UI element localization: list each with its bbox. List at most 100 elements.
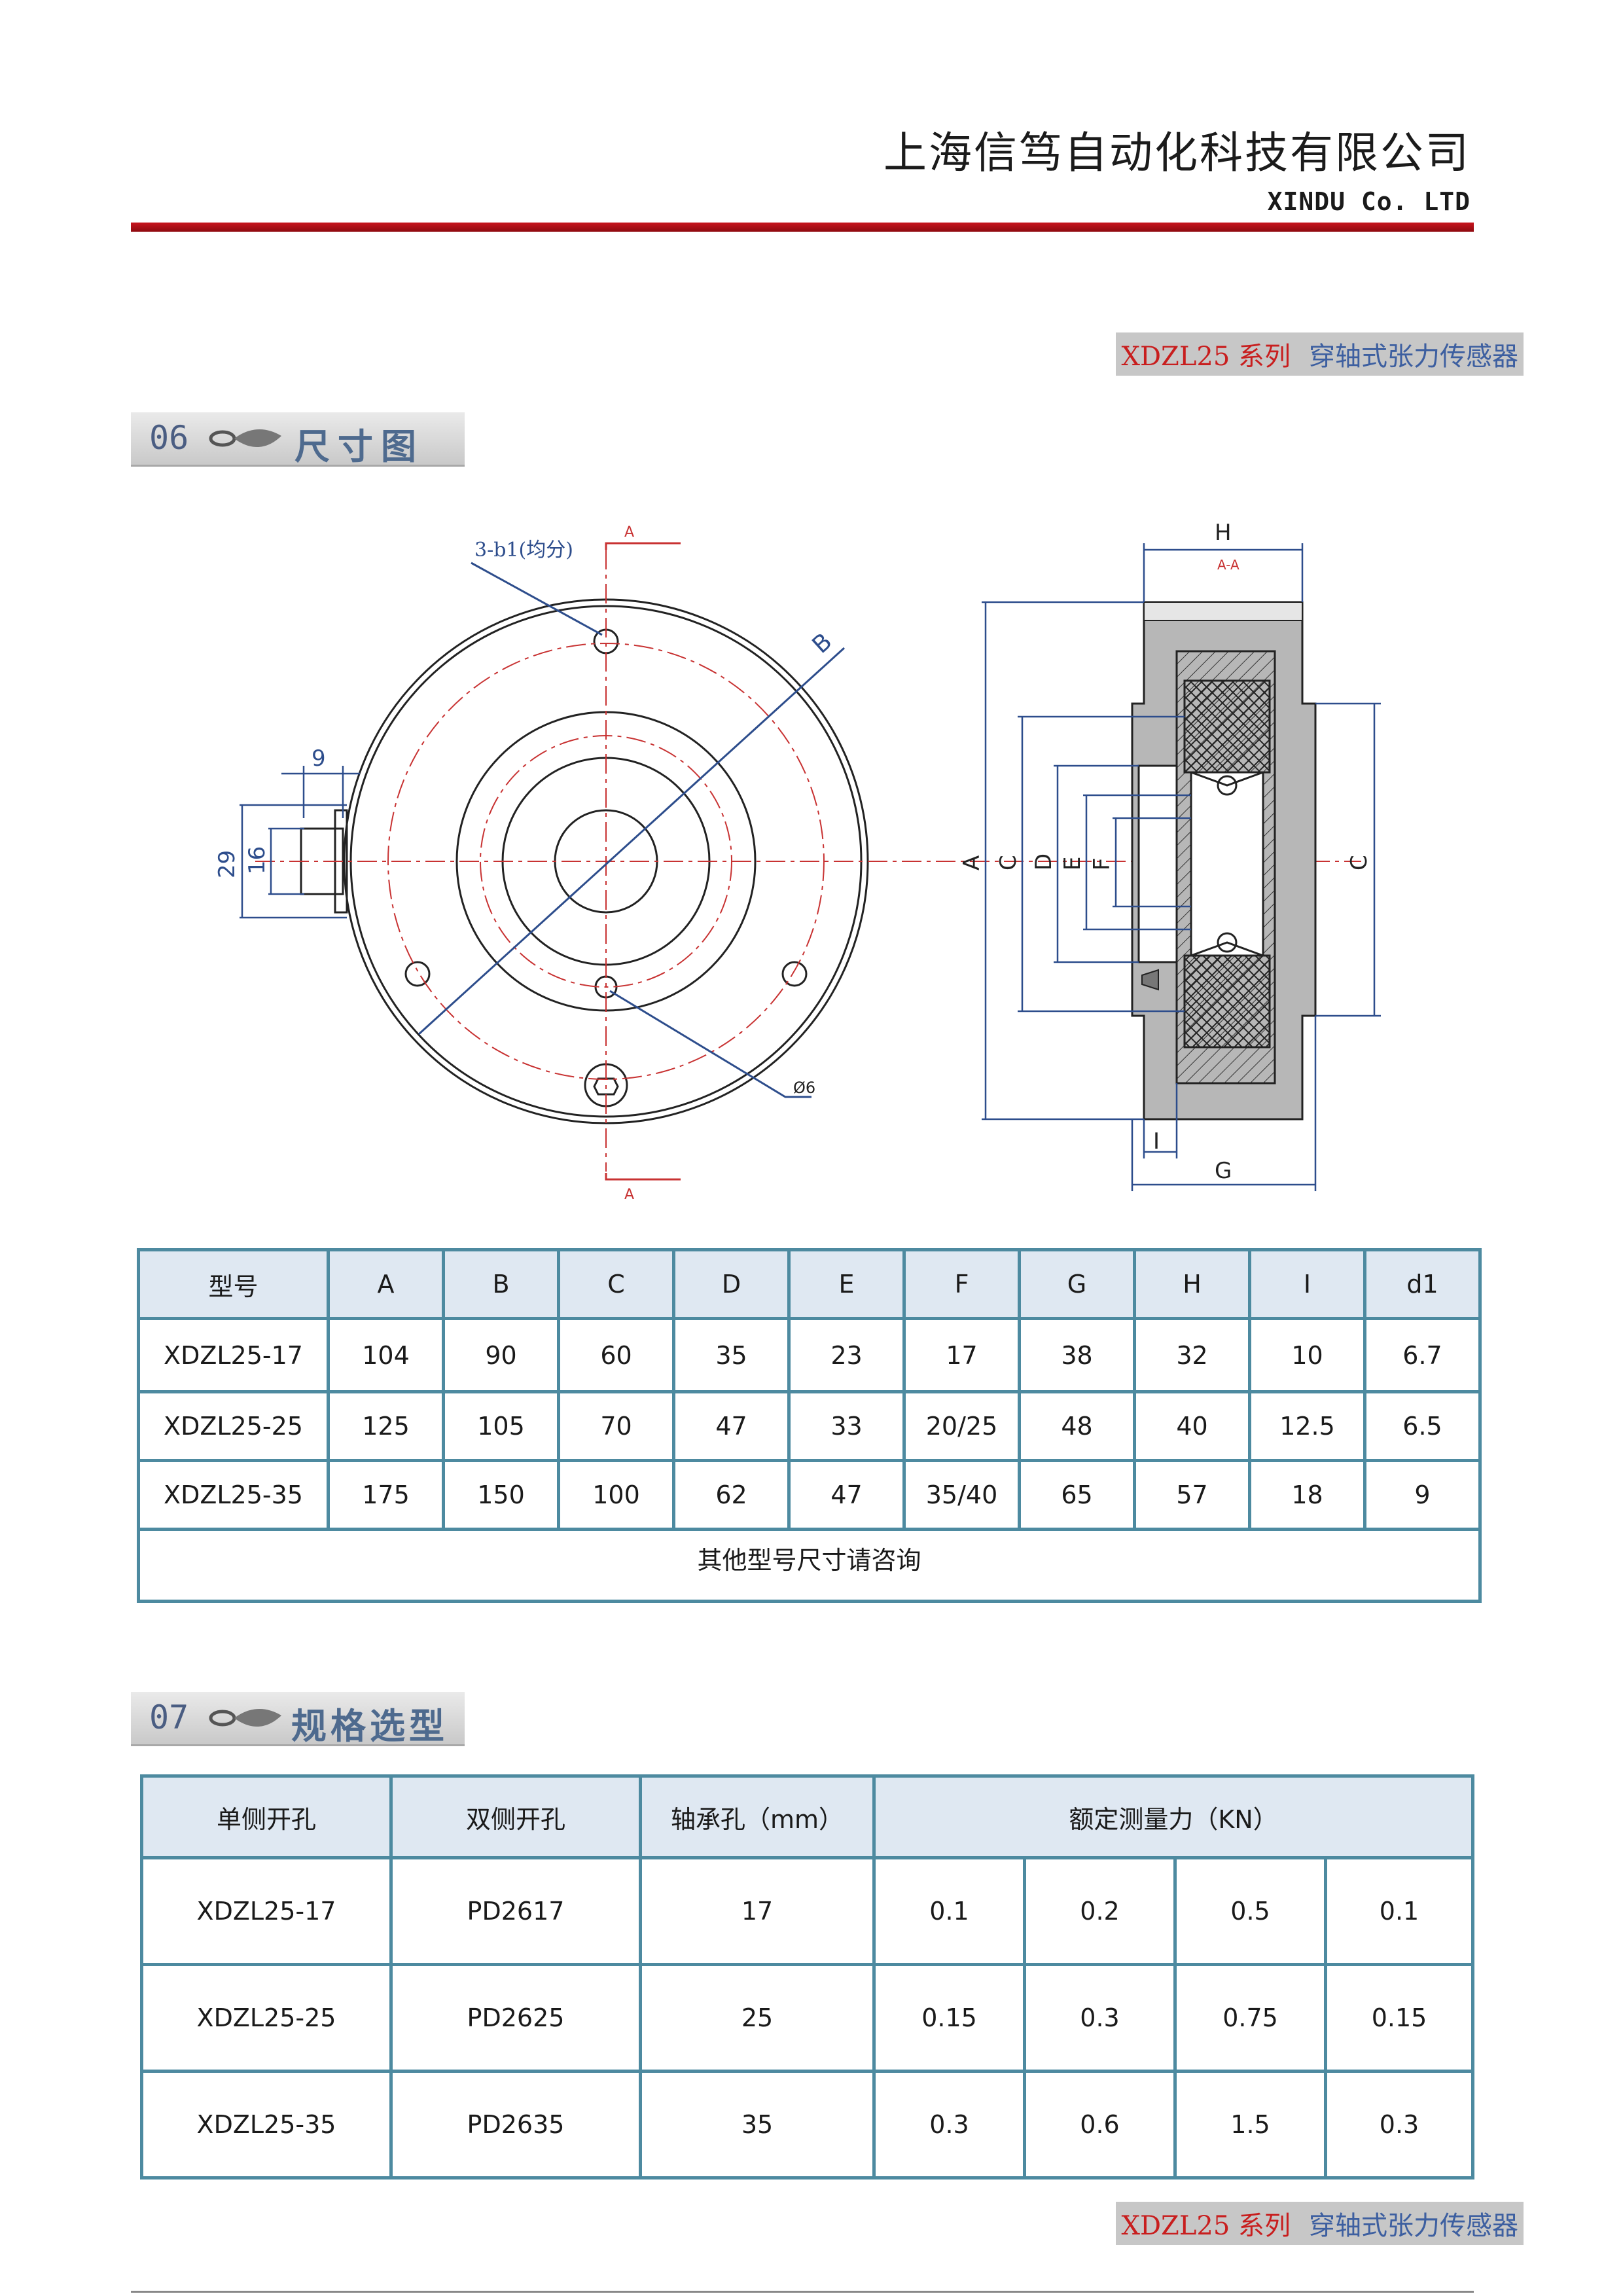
dimension-drawing: A A B 3-b1(均分) Ø6 9 16 29 A-A <box>214 520 1381 1203</box>
dimension-table: 型号 A B C D E F G H I d1 XDZL25-17 104 90… <box>137 1248 1482 1603</box>
label-aa: A-A <box>1217 557 1240 573</box>
chain-link-icon <box>209 1708 281 1727</box>
table-cell: 12.5 <box>1248 1390 1366 1462</box>
left-dimensions <box>240 766 360 919</box>
series-tag-top: XDZL25 系列穿轴式张力传感器 <box>1116 332 1524 376</box>
label-e: E <box>1060 857 1086 870</box>
series-tag-bottom: XDZL25 系列穿轴式张力传感器 <box>1116 2202 1524 2245</box>
header-cell: I <box>1248 1248 1366 1320</box>
header-cell: A <box>327 1248 445 1320</box>
header-cell: B <box>442 1248 560 1320</box>
table-cell: 9 <box>1363 1459 1482 1531</box>
table-cell: 65 <box>1018 1459 1136 1531</box>
table-cell: 100 <box>557 1459 675 1531</box>
table-cell: XDZL25-35 <box>137 1459 330 1531</box>
table-cell: 6.7 <box>1363 1317 1482 1393</box>
footer-divider <box>131 2291 1474 2293</box>
label-d: D <box>1031 853 1057 870</box>
table-cell: 0.15 <box>872 1963 1026 2073</box>
table-cell: XDZL25-35 <box>140 2070 393 2179</box>
header-cell: E <box>787 1248 906 1320</box>
table-cell: 104 <box>327 1317 445 1393</box>
section-label: 尺寸图 <box>294 426 424 467</box>
series-desc: 穿轴式张力传感器 <box>1309 2211 1518 2241</box>
table-cell: 0.3 <box>1323 2070 1475 2179</box>
section-title-selection: 07 规格选型 <box>131 1692 465 1747</box>
header-cell: 额定测量力（KN） <box>872 1774 1475 1859</box>
label-16: 16 <box>244 846 270 874</box>
leader-d6 <box>609 990 812 1098</box>
table-cell: 23 <box>787 1317 906 1393</box>
header-cell: C <box>557 1248 675 1320</box>
table-note: 其他型号尺寸请咨询 <box>137 1528 1482 1603</box>
table-note-row: 其他型号尺寸请咨询 <box>137 1528 1482 1603</box>
header-cell: G <box>1018 1248 1136 1320</box>
label-section-a-top: A <box>624 524 634 541</box>
header-cell: D <box>672 1248 791 1320</box>
series-code: XDZL25 系列 <box>1121 342 1291 372</box>
table-cell: 6.5 <box>1363 1390 1482 1462</box>
table-cell: 0.75 <box>1173 1963 1327 2073</box>
table-cell: XDZL25-17 <box>140 1856 393 1966</box>
table-cell: 38 <box>1018 1317 1136 1393</box>
header-cell: F <box>902 1248 1021 1320</box>
table-cell: 48 <box>1018 1390 1136 1462</box>
header-cell: H <box>1133 1248 1251 1320</box>
label-b: B <box>808 628 838 659</box>
label-29: 29 <box>214 850 240 878</box>
table-cell: 0.3 <box>872 2070 1026 2179</box>
table-row: XDZL25-35 PD2635 35 0.3 0.6 1.5 0.3 <box>140 2070 1475 2179</box>
table-header-row: 单侧开孔 双侧开孔 轴承孔（mm） 额定测量力（KN） <box>140 1774 1475 1859</box>
table-cell: 62 <box>672 1459 791 1531</box>
table-cell: 0.5 <box>1173 1856 1327 1966</box>
label-h: H <box>1215 520 1232 546</box>
header-cell: 双侧开孔 <box>389 1774 642 1859</box>
table-row: XDZL25-25 125 105 70 47 33 20/25 48 40 1… <box>137 1390 1482 1462</box>
table-header-row: 型号 A B C D E F G H I d1 <box>137 1248 1482 1320</box>
table-cell: 60 <box>557 1317 675 1393</box>
label-a: A <box>959 855 985 870</box>
company-name-en: XINDU Co. LTD <box>1267 187 1471 216</box>
table-row: XDZL25-17 PD2617 17 0.1 0.2 0.5 0.1 <box>140 1856 1475 1966</box>
table-cell: 10 <box>1248 1317 1366 1393</box>
table-cell: 0.1 <box>872 1856 1026 1966</box>
section-label: 规格选型 <box>291 1706 448 1747</box>
table-cell: 0.3 <box>1023 1963 1177 2073</box>
header-cell: 型号 <box>137 1248 330 1320</box>
table-cell: 125 <box>327 1390 445 1462</box>
label-section-a-bottom: A <box>624 1187 634 1203</box>
table-cell: PD2617 <box>389 1856 642 1966</box>
table-cell: 25 <box>639 1963 876 2073</box>
label-c-left: C <box>995 855 1022 870</box>
table-cell: PD2635 <box>389 2070 642 2179</box>
label-i: I <box>1153 1128 1160 1155</box>
table-cell: 17 <box>902 1317 1021 1393</box>
label-f: F <box>1089 857 1115 870</box>
table-row: XDZL25-17 104 90 60 35 23 17 38 32 10 6.… <box>137 1317 1482 1393</box>
table-cell: 35 <box>672 1317 791 1393</box>
header-cell: d1 <box>1363 1248 1482 1320</box>
table-cell: 105 <box>442 1390 560 1462</box>
header-divider <box>131 223 1474 232</box>
table-cell: 20/25 <box>902 1390 1021 1462</box>
table-cell: 90 <box>442 1317 560 1393</box>
table-row: XDZL25-35 175 150 100 62 47 35/40 65 57 … <box>137 1459 1482 1531</box>
dim-line-b <box>418 647 846 1035</box>
table-cell: 32 <box>1133 1317 1251 1393</box>
table-cell: PD2625 <box>389 1963 642 2073</box>
table-cell: 57 <box>1133 1459 1251 1531</box>
label-d6: Ø6 <box>793 1079 815 1097</box>
table-cell: 70 <box>557 1390 675 1462</box>
chain-link-icon <box>209 429 281 448</box>
section-number: 06 <box>149 419 189 457</box>
table-cell: 1.5 <box>1173 2070 1327 2179</box>
table-cell: 150 <box>442 1459 560 1531</box>
table-cell: 47 <box>787 1459 906 1531</box>
company-name-cn: 上海信笃自动化科技有限公司 <box>883 128 1471 178</box>
table-cell: 175 <box>327 1459 445 1531</box>
table-cell: 0.2 <box>1023 1856 1177 1966</box>
table-cell: XDZL25-25 <box>140 1963 393 2073</box>
table-row: XDZL25-25 PD2625 25 0.15 0.3 0.75 0.15 <box>140 1963 1475 2073</box>
leader-holes <box>471 562 603 636</box>
table-cell: 35/40 <box>902 1459 1021 1531</box>
